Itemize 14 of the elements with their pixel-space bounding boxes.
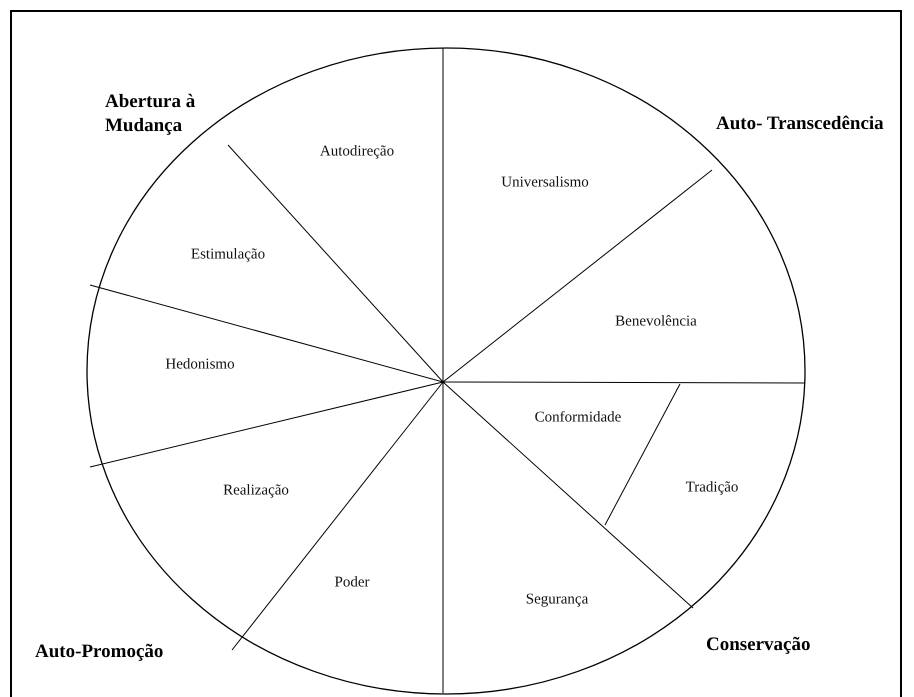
group-heading: Abertura à Mudança (105, 90, 196, 138)
sector-label: Hedonismo (165, 356, 235, 374)
group-heading: Conservação (706, 633, 812, 657)
group-heading: Auto-Promoção (35, 640, 164, 664)
sector-label: Segurança (526, 592, 588, 608)
sector-label: Realização (223, 482, 289, 500)
sector-label: Benevolência (615, 314, 697, 330)
sector-label: Poder (334, 574, 370, 592)
sector-label: Estimulação (190, 246, 266, 264)
sector-label: Conformidade (534, 410, 622, 426)
sector-label: Tradição (686, 480, 738, 496)
sector-label: Universalismo (501, 174, 589, 192)
group-heading: Auto- Transcedência (716, 112, 885, 136)
sector-label: Autodireção (320, 144, 394, 160)
